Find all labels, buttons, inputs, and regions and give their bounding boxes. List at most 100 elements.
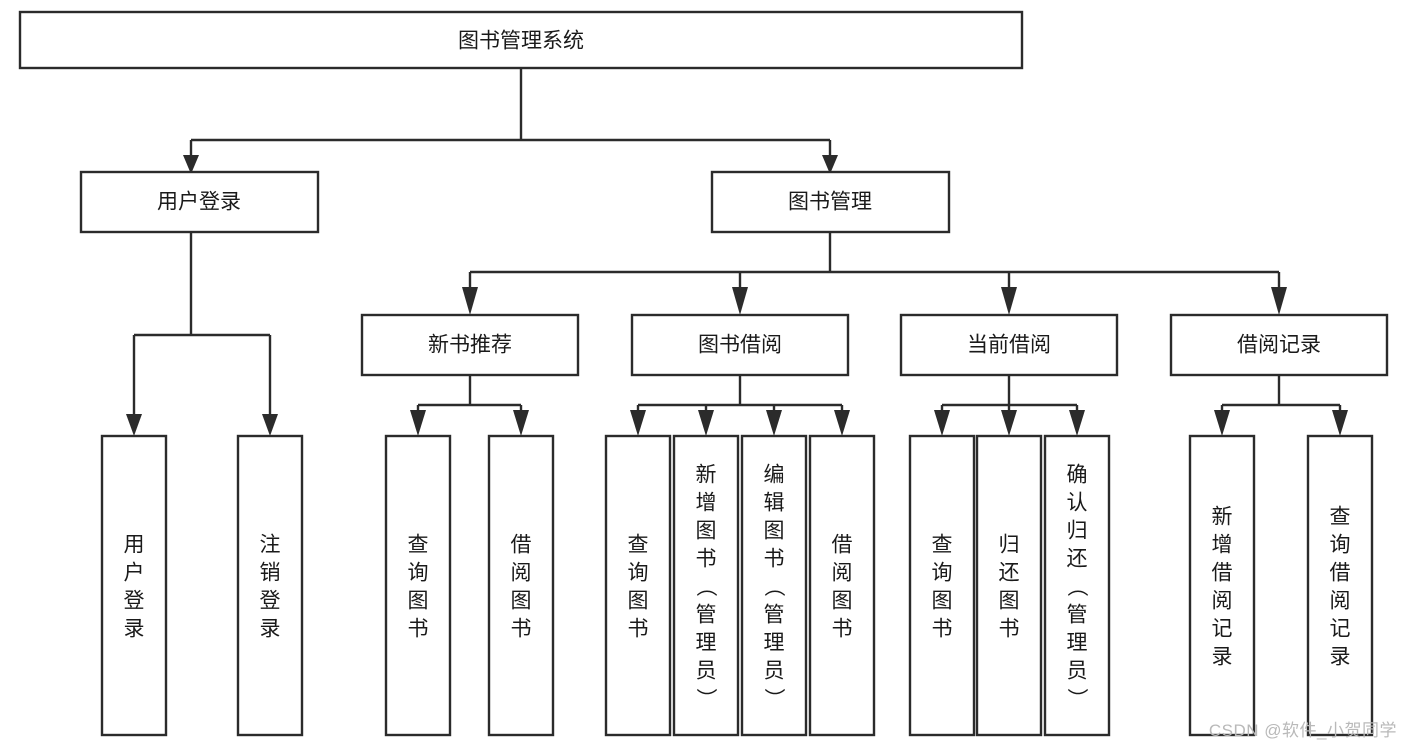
node-leaf-query-book-1[interactable] bbox=[384, 434, 452, 737]
svg-text:借: 借 bbox=[1212, 561, 1233, 584]
node-leaf-add-record[interactable] bbox=[1188, 434, 1256, 737]
svg-text:查: 查 bbox=[1330, 505, 1351, 528]
node-leaf-query-book-2[interactable] bbox=[604, 434, 672, 737]
svg-text:借: 借 bbox=[511, 533, 532, 556]
node-borrow-record-box[interactable] bbox=[1169, 313, 1389, 377]
node-borrow-record[interactable]: 借阅记录 bbox=[1169, 313, 1389, 377]
node-user-login-label: 用户登录 bbox=[157, 191, 241, 214]
node-book-borrow-box[interactable] bbox=[630, 313, 850, 377]
node-leaf-user-login-box[interactable] bbox=[100, 434, 168, 737]
svg-text:）: ） bbox=[694, 688, 717, 709]
node-leaf-borrow-book-1-box[interactable] bbox=[487, 434, 555, 737]
node-root[interactable]: 图书管理系统 bbox=[18, 10, 1024, 70]
node-leaf-query-record-box[interactable] bbox=[1306, 434, 1374, 737]
svg-text:查: 查 bbox=[932, 533, 953, 556]
node-leaf-query-record[interactable] bbox=[1306, 434, 1374, 737]
svg-text:录: 录 bbox=[124, 617, 145, 640]
svg-text:查: 查 bbox=[408, 533, 429, 556]
svg-text:查: 查 bbox=[628, 533, 649, 556]
svg-text:登: 登 bbox=[260, 589, 281, 612]
node-current-borrow-box[interactable] bbox=[899, 313, 1119, 377]
leaf-label-layer: 用户登录注销登录查询图书借阅图书查询图书新增图书（管理员）编辑图书（管理员）借阅… bbox=[124, 463, 1351, 709]
arrow-head-book-manage bbox=[822, 155, 838, 174]
svg-text:理: 理 bbox=[1067, 631, 1088, 654]
svg-text:询: 询 bbox=[628, 561, 649, 584]
svg-text:（: （ bbox=[762, 576, 785, 597]
svg-text:图: 图 bbox=[832, 589, 853, 612]
svg-text:询: 询 bbox=[932, 561, 953, 584]
svg-text:询: 询 bbox=[1330, 533, 1351, 556]
node-book-borrow[interactable]: 图书借阅 bbox=[630, 313, 850, 377]
arrow-head-user-login bbox=[183, 155, 199, 174]
node-book-manage[interactable]: 图书管理 bbox=[710, 170, 951, 234]
svg-text:书: 书 bbox=[999, 617, 1020, 640]
node-leaf-confirm-return-box[interactable] bbox=[1043, 434, 1111, 737]
svg-text:还: 还 bbox=[999, 561, 1020, 584]
node-leaf-edit-book[interactable] bbox=[740, 434, 808, 737]
svg-text:理: 理 bbox=[764, 631, 785, 654]
node-leaf-add-book-box[interactable] bbox=[672, 434, 740, 737]
svg-text:图: 图 bbox=[932, 589, 953, 612]
node-book-borrow-label: 图书借阅 bbox=[698, 334, 782, 357]
node-book-manage-box[interactable] bbox=[710, 170, 951, 234]
node-leaf-user-login[interactable] bbox=[100, 434, 168, 737]
node-new-book-rec[interactable]: 新书推荐 bbox=[360, 313, 580, 377]
svg-text:书: 书 bbox=[832, 617, 853, 640]
node-user-login[interactable]: 用户登录 bbox=[79, 170, 320, 234]
svg-text:认: 认 bbox=[1067, 491, 1088, 514]
node-leaf-return-book-box[interactable] bbox=[975, 434, 1043, 737]
svg-text:注: 注 bbox=[260, 533, 281, 556]
node-leaf-add-book[interactable] bbox=[672, 434, 740, 737]
svg-text:销: 销 bbox=[260, 561, 281, 584]
svg-text:图: 图 bbox=[628, 589, 649, 612]
svg-text:图: 图 bbox=[999, 589, 1020, 612]
arrow-head-leaf-user-login bbox=[126, 414, 142, 436]
node-current-borrow[interactable]: 当前借阅 bbox=[899, 313, 1119, 377]
node-leaf-query-book-3-box[interactable] bbox=[908, 434, 976, 737]
svg-text:（: （ bbox=[1065, 576, 1088, 597]
node-root-label: 图书管理系统 bbox=[458, 30, 584, 53]
arrow-head-query-book-3 bbox=[934, 410, 950, 436]
node-new-book-rec-label: 新书推荐 bbox=[428, 334, 512, 357]
node-leaf-borrow-book-2[interactable] bbox=[808, 434, 876, 737]
svg-text:用: 用 bbox=[124, 533, 145, 556]
arrow-head-leaf-logout bbox=[262, 414, 278, 436]
node-leaf-logout[interactable] bbox=[236, 434, 304, 737]
svg-text:增: 增 bbox=[1212, 533, 1233, 556]
svg-text:记: 记 bbox=[1212, 617, 1233, 640]
node-borrow-record-label: 借阅记录 bbox=[1237, 334, 1321, 357]
node-leaf-query-book-1-box[interactable] bbox=[384, 434, 452, 737]
node-book-manage-label: 图书管理 bbox=[788, 191, 872, 214]
svg-text:阅: 阅 bbox=[511, 561, 532, 584]
arrow-head-borrow-book-2 bbox=[834, 410, 850, 436]
node-leaf-query-book-3[interactable] bbox=[908, 434, 976, 737]
node-leaf-query-book-2-box[interactable] bbox=[604, 434, 672, 737]
node-leaf-logout-box[interactable] bbox=[236, 434, 304, 737]
arrow-head-add-book bbox=[698, 410, 714, 436]
node-leaf-confirm-return[interactable] bbox=[1043, 434, 1111, 737]
node-new-book-rec-box[interactable] bbox=[360, 313, 580, 377]
arrow-head-query-record bbox=[1332, 410, 1348, 436]
node-root-box[interactable] bbox=[18, 10, 1024, 70]
svg-text:书: 书 bbox=[511, 617, 532, 640]
svg-text:管: 管 bbox=[1067, 603, 1088, 626]
node-leaf-return-book[interactable] bbox=[975, 434, 1043, 737]
node-leaf-edit-book-box[interactable] bbox=[740, 434, 808, 737]
arrow-head-book-borrow bbox=[732, 287, 748, 315]
node-leaf-borrow-book-2-box[interactable] bbox=[808, 434, 876, 737]
node-leaf-add-record-box[interactable] bbox=[1188, 434, 1256, 737]
node-leaf-borrow-book-1[interactable] bbox=[487, 434, 555, 737]
svg-text:书: 书 bbox=[932, 617, 953, 640]
node-leaf-user-login-label: 用户登录 bbox=[124, 533, 145, 640]
node-user-login-box[interactable] bbox=[79, 170, 320, 234]
svg-text:书: 书 bbox=[408, 617, 429, 640]
